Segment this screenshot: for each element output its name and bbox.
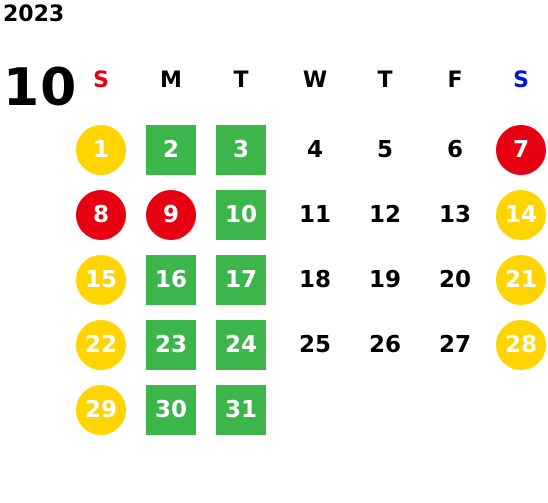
weekday-header-tue: T [233, 68, 249, 93]
day-21: 21 [496, 255, 546, 305]
day-31: 31 [216, 385, 266, 435]
day-15: 15 [76, 255, 126, 305]
day-16: 16 [146, 255, 196, 305]
day-14: 14 [496, 190, 546, 240]
calendar-year: 2023 [3, 2, 65, 27]
day-2: 2 [146, 125, 196, 175]
day-27: 27 [438, 332, 471, 358]
day-28: 28 [496, 320, 546, 370]
day-30: 30 [146, 385, 196, 435]
day-18: 18 [298, 267, 331, 293]
day-8: 8 [76, 190, 126, 240]
day-4: 4 [306, 137, 323, 163]
day-12: 12 [368, 202, 401, 228]
day-19: 19 [368, 267, 401, 293]
weekday-header-fri: F [447, 68, 463, 93]
day-11: 11 [298, 202, 331, 228]
weekday-header-wed: W [302, 68, 328, 93]
day-29: 29 [76, 385, 126, 435]
day-23: 23 [146, 320, 196, 370]
day-17: 17 [216, 255, 266, 305]
day-6: 6 [446, 137, 463, 163]
day-5: 5 [376, 137, 393, 163]
day-1: 1 [76, 125, 126, 175]
weekday-header-mon: M [160, 68, 182, 93]
day-22: 22 [76, 320, 126, 370]
day-13: 13 [438, 202, 471, 228]
weekday-header-sat: S [513, 68, 529, 93]
day-9: 9 [146, 190, 196, 240]
weekday-header-sun: S [93, 68, 109, 93]
calendar-month: 10 [3, 58, 78, 118]
day-24: 24 [216, 320, 266, 370]
day-20: 20 [438, 267, 471, 293]
weekday-header-thu: T [377, 68, 393, 93]
day-26: 26 [368, 332, 401, 358]
day-10: 10 [216, 190, 266, 240]
day-25: 25 [298, 332, 331, 358]
day-3: 3 [216, 125, 266, 175]
day-7: 7 [496, 125, 546, 175]
